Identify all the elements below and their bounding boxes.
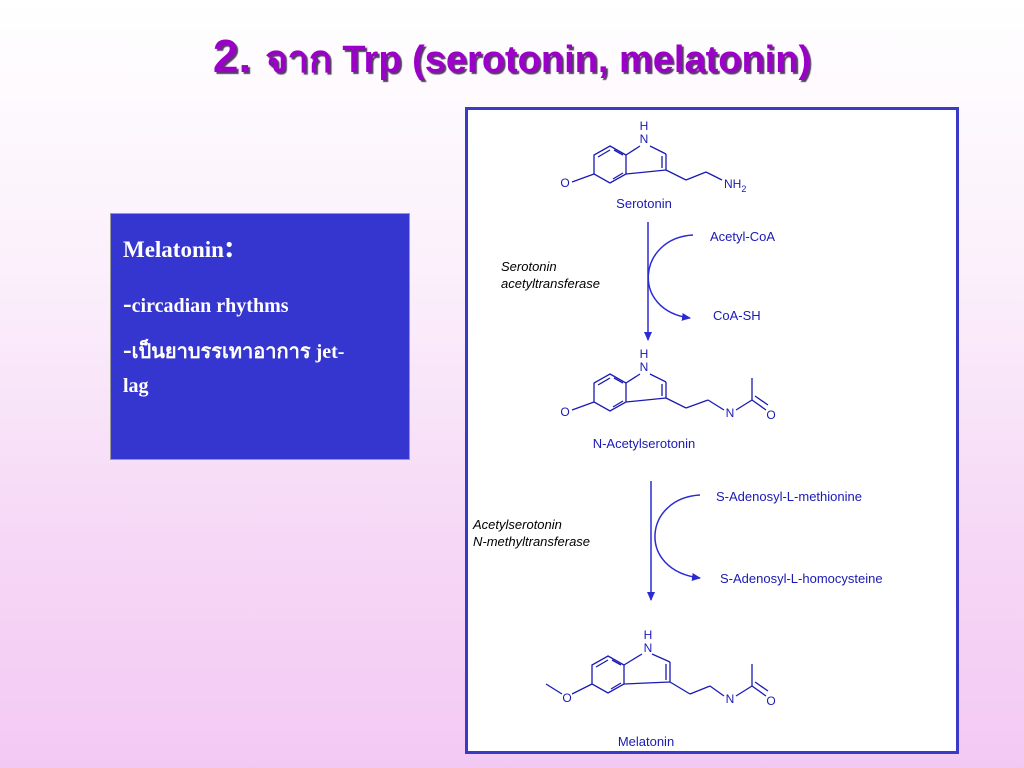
step2-enzyme-line1: Acetylserotonin: [472, 517, 562, 532]
step1-cosubstrate: Acetyl-CoA: [710, 229, 775, 244]
slide-title: 2. จาก Trp (serotonin, melatonin): [0, 28, 1024, 89]
melatonin-n-label: N: [644, 641, 653, 655]
bullet-dash: -: [123, 289, 132, 318]
serotonin-h-label: H: [640, 119, 649, 133]
n-acetylserotonin-amide-o-label: O: [766, 408, 775, 422]
info-line-circadian: -circadian rhythms: [123, 287, 397, 323]
info-line-jetlag: -เป็นยาบรรเทาอาการ jet- lag: [123, 333, 397, 403]
step2-enzyme-line2: N-methyltransferase: [473, 534, 590, 549]
serotonin-structure: [571, 145, 723, 184]
melatonin-o-label: O: [562, 691, 571, 705]
step1-enzyme-line2: acetyltransferase: [501, 276, 600, 291]
n-acetylserotonin-name: N-Acetylserotonin: [593, 436, 696, 451]
info-heading: Melatonin:: [123, 228, 397, 265]
n-acetylserotonin-n-label: N: [640, 360, 649, 374]
serotonin-o-label: O: [560, 176, 569, 190]
serotonin-n-label: N: [640, 132, 649, 146]
step2-coproduct: S-Adenosyl-L-homocysteine: [720, 571, 883, 586]
info-line-text-cont: lag: [123, 375, 149, 397]
title-number: 2.: [212, 30, 252, 82]
n-acetylserotonin-structure: [571, 373, 769, 412]
info-line-text: เป็นยาบรรเทาอาการ jet-: [131, 341, 345, 363]
step1-cofactor-arrow: [647, 234, 694, 321]
melatonin-info-box: Melatonin: -circadian rhythms -เป็นยาบรร…: [110, 213, 410, 460]
melatonin-amide-n-label: N: [726, 692, 735, 706]
info-line-text: circadian rhythms: [131, 295, 289, 317]
title-text: จาก Trp (serotonin, melatonin): [265, 39, 812, 81]
pathway-diagram: H N O NH2 Serotonin Acetyl-CoA CoA-SH Se…: [472, 119, 883, 749]
step2-cosubstrate: S-Adenosyl-L-methionine: [716, 489, 862, 504]
melatonin-h-label: H: [644, 628, 653, 642]
serotonin-name: Serotonin: [616, 196, 672, 211]
info-heading-colon: :: [223, 228, 235, 264]
serotonin-nh2-label: NH2: [724, 177, 746, 194]
info-heading-text: Melatonin: [123, 237, 224, 262]
step1-enzyme-line1: Serotonin: [501, 259, 557, 274]
n-acetylserotonin-h-label: H: [640, 347, 649, 361]
n-acetylserotonin-amide-n-label: N: [726, 406, 735, 420]
bullet-dash: -: [123, 335, 132, 364]
step1-coproduct: CoA-SH: [713, 308, 761, 323]
biosynthesis-pathway-panel: H N O NH2 Serotonin Acetyl-CoA CoA-SH Se…: [465, 107, 959, 754]
melatonin-amide-o-label: O: [766, 694, 775, 708]
melatonin-name: Melatonin: [618, 734, 674, 749]
n-acetylserotonin-o-label: O: [560, 405, 569, 419]
step2-cofactor-arrow: [654, 494, 701, 581]
melatonin-structure: [545, 653, 769, 697]
